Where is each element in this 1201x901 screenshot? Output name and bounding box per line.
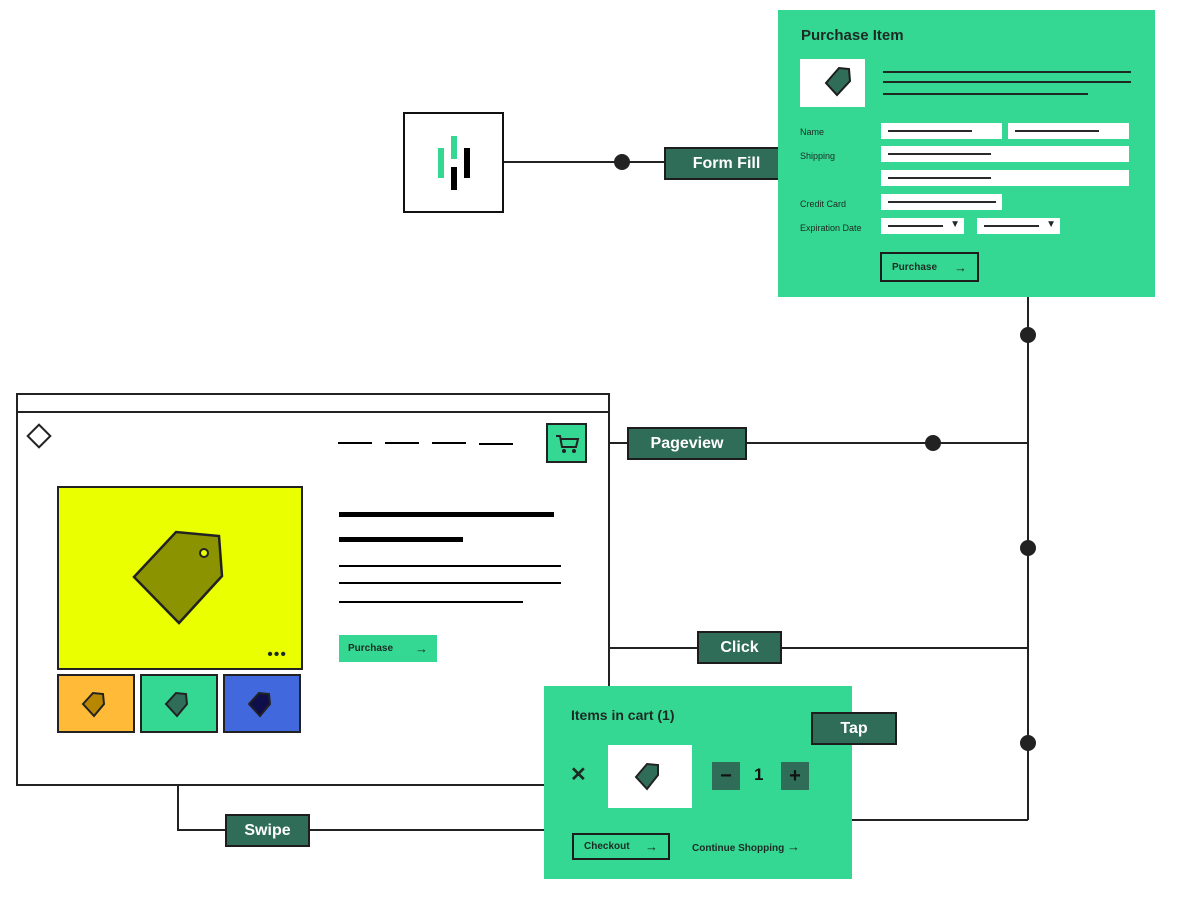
continue-shopping-label: Continue Shopping bbox=[692, 843, 785, 854]
arrow-right-icon: → bbox=[645, 839, 658, 854]
credit-card-input[interactable] bbox=[881, 194, 1002, 210]
cart-icon[interactable] bbox=[546, 423, 587, 463]
remove-item-icon[interactable]: ✕ bbox=[570, 764, 587, 786]
shipping-label: Shipping bbox=[800, 151, 836, 161]
logo bbox=[403, 112, 504, 213]
event-swipe: Swipe bbox=[225, 814, 310, 847]
nav-item[interactable] bbox=[432, 442, 466, 444]
product-image[interactable]: ••• bbox=[57, 486, 303, 670]
product-thumbnail bbox=[800, 59, 865, 107]
shipping-input-2[interactable] bbox=[881, 170, 1129, 186]
chevron-down-icon: ▼ bbox=[1046, 219, 1056, 230]
decrease-quantity-button[interactable]: − bbox=[712, 762, 740, 790]
checkout-label: Checkout bbox=[584, 841, 630, 852]
tag-icon bbox=[634, 762, 659, 791]
cart-item-thumbnail bbox=[608, 745, 692, 808]
shipping-input-1[interactable] bbox=[881, 146, 1129, 162]
purchase-button[interactable]: Purchase → bbox=[339, 635, 437, 662]
arrow-right-icon: → bbox=[786, 839, 800, 854]
form-title: Purchase Item bbox=[801, 27, 904, 44]
first-name-input[interactable] bbox=[881, 123, 1002, 139]
event-form-fill: Form Fill bbox=[664, 147, 789, 180]
tag-icon bbox=[247, 691, 272, 718]
thumbnail-green[interactable] bbox=[140, 674, 218, 733]
node-dot bbox=[1020, 327, 1036, 343]
more-icon[interactable]: ••• bbox=[267, 646, 287, 663]
node-dot bbox=[614, 154, 630, 170]
product-page-window: ••• Purchase → bbox=[16, 393, 610, 786]
node-dot bbox=[1020, 540, 1036, 556]
expiration-year-select[interactable]: ▼ bbox=[977, 218, 1060, 234]
thumbnail-orange[interactable] bbox=[57, 674, 135, 733]
purchase-submit-button[interactable]: Purchase → bbox=[880, 252, 979, 282]
window-title-bar bbox=[18, 395, 608, 413]
arrow-right-icon: → bbox=[954, 259, 967, 275]
event-click: Click bbox=[697, 631, 782, 664]
checkout-button[interactable]: Checkout → bbox=[572, 833, 670, 860]
thumbnail-blue[interactable] bbox=[223, 674, 301, 733]
tag-icon bbox=[132, 530, 224, 625]
name-label: Name bbox=[800, 127, 825, 137]
credit-card-label: Credit Card bbox=[800, 199, 847, 209]
expiration-month-select[interactable]: ▼ bbox=[881, 218, 964, 234]
arrow-right-icon: → bbox=[415, 641, 428, 656]
cart-title: Items in cart (1) bbox=[571, 707, 675, 723]
cart-panel: Items in cart (1) ✕ − 1 + Checkout → Con… bbox=[544, 686, 852, 879]
node-dot bbox=[1020, 735, 1036, 751]
last-name-input[interactable] bbox=[1008, 123, 1129, 139]
tag-icon bbox=[81, 691, 106, 718]
increase-quantity-button[interactable]: + bbox=[781, 762, 809, 790]
node-dot bbox=[925, 435, 941, 451]
event-pageview: Pageview bbox=[627, 427, 747, 460]
purchase-form-panel: Purchase Item Name Shipping Credit Card … bbox=[778, 10, 1155, 297]
nav-item[interactable] bbox=[385, 442, 419, 444]
purchase-button-label: Purchase bbox=[348, 643, 394, 654]
nav-item[interactable] bbox=[338, 442, 372, 444]
event-tap: Tap bbox=[811, 712, 897, 745]
purchase-button-label: Purchase bbox=[892, 261, 938, 273]
tag-icon bbox=[164, 691, 189, 718]
expiration-label: Expiration Date bbox=[800, 223, 862, 233]
nav-item[interactable] bbox=[479, 443, 513, 445]
chevron-down-icon: ▼ bbox=[950, 219, 960, 230]
quantity-value: 1 bbox=[754, 765, 764, 784]
diamond-icon[interactable] bbox=[26, 423, 52, 449]
continue-shopping-link[interactable]: Continue Shopping → bbox=[692, 839, 800, 854]
tag-icon bbox=[824, 66, 852, 97]
